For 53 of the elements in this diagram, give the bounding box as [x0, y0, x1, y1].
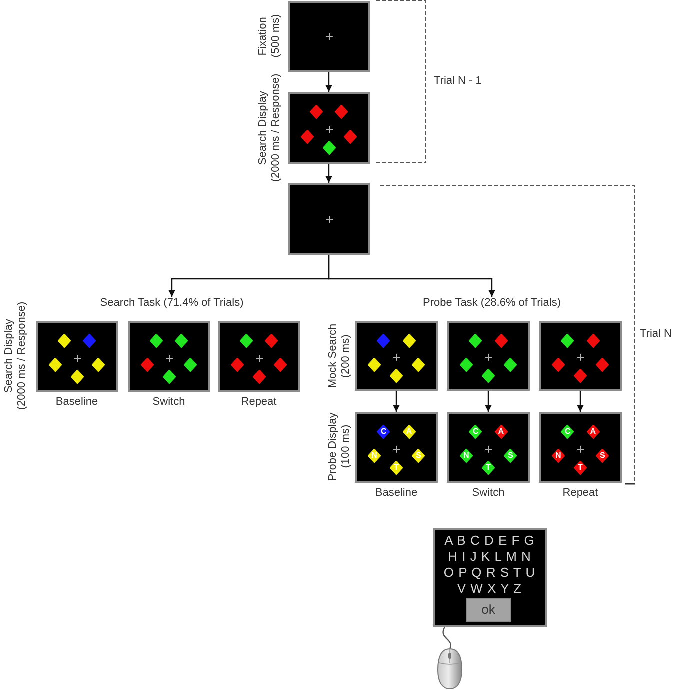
stimulus-letter: N: [463, 452, 470, 460]
trial-label: Trial N: [640, 328, 672, 341]
arrow: [326, 72, 332, 92]
task-heading: Search Task (71.4% of Trials): [100, 297, 244, 310]
stimulus-letter: T: [578, 464, 583, 472]
arrow: [326, 164, 332, 183]
condition-label: Switch: [152, 396, 186, 409]
arrow: [485, 391, 492, 412]
display-screen: [447, 321, 530, 391]
arrow: [393, 391, 400, 412]
display-screen: [218, 321, 300, 392]
display-screen: [288, 183, 370, 255]
computer-mouse-illustration: [437, 648, 463, 690]
stimulus-letter: T: [394, 464, 399, 472]
stimulus-letter: N: [371, 452, 378, 460]
stimulus-letter: T: [486, 464, 491, 472]
task-heading: Probe Task (28.6% of Trials): [423, 297, 561, 310]
ok-button: ok: [466, 598, 511, 622]
stimulus-letter: A: [590, 428, 596, 436]
stimulus-letter: S: [416, 452, 422, 460]
stimulus-letter: S: [508, 452, 514, 460]
condition-label: Baseline: [56, 396, 98, 409]
display-screen: [355, 321, 438, 391]
row-label: Probe Display (100 ms): [327, 412, 353, 482]
stimulus-letter: N: [555, 452, 562, 460]
response-screen: [433, 528, 547, 627]
display-screen: [36, 321, 118, 392]
stimulus-letter: A: [498, 428, 504, 436]
display-screen: [288, 92, 370, 164]
stimulus-letter: C: [564, 428, 571, 436]
display-screen: [447, 412, 530, 483]
display-screen: [128, 321, 210, 392]
condition-label: Repeat: [241, 396, 277, 409]
stimulus-letter: C: [380, 428, 387, 436]
condition-label: Switch: [472, 487, 505, 500]
condition-label: Repeat: [562, 487, 598, 500]
trial-label: Trial N - 1: [434, 75, 482, 88]
stimulus-letter: A: [406, 428, 412, 436]
stimulus-letter: S: [600, 452, 606, 460]
duration-label: Search Display (2000 ms / Response): [257, 74, 283, 182]
display-screen: [288, 1, 370, 72]
mouse-cable: [442, 626, 452, 650]
arrow: [328, 255, 496, 297]
display-screen: [539, 412, 622, 483]
arrow: [577, 391, 584, 412]
display-screen: [355, 412, 438, 483]
stimulus-letter: C: [472, 428, 479, 436]
display-screen: [539, 321, 622, 391]
duration-label: Fixation (500 ms): [257, 14, 283, 58]
condition-label: Baseline: [375, 487, 418, 500]
row-label: Search Display (2000 ms / Response): [3, 302, 29, 410]
letter-grid: A B C D E F G H I J K L M N O P Q R S T U V W X Y Z: [442, 533, 536, 597]
row-label: Mock Search (200 ms): [327, 324, 353, 388]
